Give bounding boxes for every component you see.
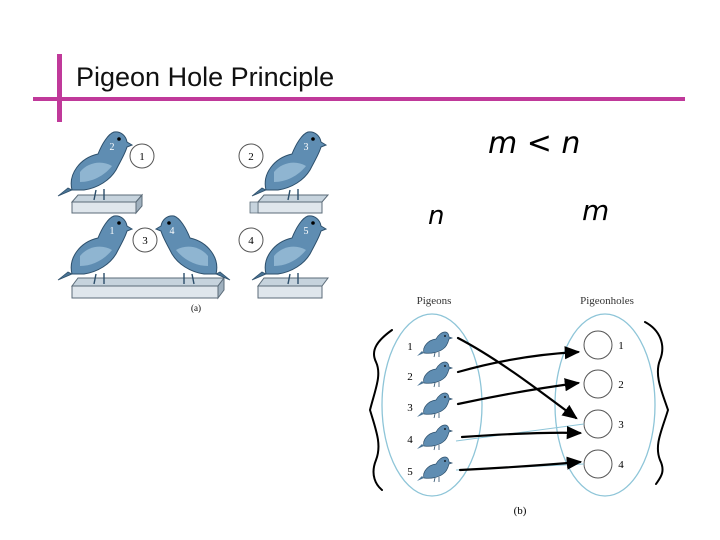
- pigeonholes-set: [554, 313, 656, 497]
- pigeon-icon: [57, 215, 133, 285]
- panel-1: 1 2: [57, 131, 155, 215]
- figure-a: 1 2 2 3 3 1 4: [57, 131, 330, 313]
- pigeon-item: 1: [407, 331, 453, 358]
- pigeon-item: 5: [407, 456, 453, 483]
- pigeonholes-header: Pigeonholes: [580, 295, 634, 307]
- pigeon-item: 4: [407, 424, 453, 451]
- hole-number: 3: [618, 419, 624, 431]
- pigeons-brace: [368, 329, 393, 491]
- pigeons-header: Pigeons: [417, 295, 452, 307]
- handwritten-mapping-arrows: [456, 336, 583, 472]
- pigeon-icon: [155, 215, 231, 285]
- arrow-pigeon2-to-hole1: [456, 346, 581, 374]
- pigeon-number: 3: [407, 402, 413, 414]
- pigeon-label: 2: [110, 142, 115, 153]
- pigeonholes-brace: [644, 321, 670, 485]
- pigeons-set: [381, 313, 483, 497]
- arrow-pigeon5-to-hole4: [458, 456, 583, 472]
- pigeon-item: 3: [407, 392, 453, 419]
- m-annotation: m: [582, 194, 609, 227]
- hole-label: 2: [248, 151, 254, 163]
- hole-circle: [583, 369, 613, 399]
- pigeon-icon: [416, 424, 453, 451]
- panel-3: 3 1 4: [57, 215, 231, 300]
- pigeon-number: 2: [407, 371, 413, 383]
- pigeon-label: 1: [110, 226, 115, 237]
- hole-number: 1: [618, 340, 624, 352]
- pigeonhole-item: 1: [583, 330, 624, 360]
- hole-label: 3: [142, 235, 148, 247]
- hole-circle: [238, 143, 264, 169]
- pigeon-label: 4: [170, 226, 175, 237]
- pigeon-number: 4: [407, 434, 413, 446]
- pigeon-number: 5: [407, 466, 413, 478]
- hole-circle: [129, 143, 155, 169]
- slide-title: Pigeon Hole Principle: [76, 62, 335, 92]
- panel-4: 4 5: [238, 215, 329, 299]
- pigeon-icon: [416, 331, 453, 358]
- pigeon-icon: [57, 131, 133, 201]
- figure-b-label: (b): [514, 505, 527, 517]
- hole-circle: [132, 227, 158, 253]
- hole-circle: [583, 409, 613, 439]
- hole-number: 4: [618, 459, 624, 471]
- panel-2: 2 3: [238, 131, 330, 214]
- pigeon-label: 3: [304, 142, 309, 153]
- arrow-pigeon3-to-hole2: [456, 378, 581, 406]
- pigeon-item: 2: [407, 361, 453, 388]
- inequality-annotation: m < n: [488, 126, 580, 161]
- figure-a-label: (a): [191, 303, 201, 313]
- hole-circle: [583, 449, 613, 479]
- title-accent-horizontal-bar: [33, 97, 685, 101]
- hole-label: 4: [248, 235, 254, 247]
- pigeon-icon: [416, 456, 453, 483]
- pigeon-label: 5: [304, 226, 309, 237]
- pigeonhole-item: 3: [583, 409, 624, 439]
- hole-circle: [238, 227, 264, 253]
- pigeon-icon: [416, 392, 453, 419]
- handwritten-annotations: m < n n m: [428, 126, 609, 231]
- n-annotation: n: [428, 201, 444, 231]
- hole-number: 2: [618, 379, 624, 391]
- title-accent-vertical-bar: [57, 54, 62, 122]
- pigeonhole-item: 4: [583, 449, 624, 479]
- hole-circle: [583, 330, 613, 360]
- hole-label: 1: [139, 151, 145, 163]
- pigeonhole-item: 2: [583, 369, 624, 399]
- figure-b: Pigeons Pigeonholes 1 2 3 4 5 1: [368, 295, 670, 517]
- pigeon-icon: [416, 361, 453, 388]
- arrow-pigeon1-to-hole3: [456, 336, 578, 420]
- pigeon-number: 1: [407, 341, 413, 353]
- arrow-pigeon4-to-hole3: [460, 426, 583, 440]
- pigeon-icon: [251, 131, 327, 201]
- pigeon-icon: [251, 215, 327, 285]
